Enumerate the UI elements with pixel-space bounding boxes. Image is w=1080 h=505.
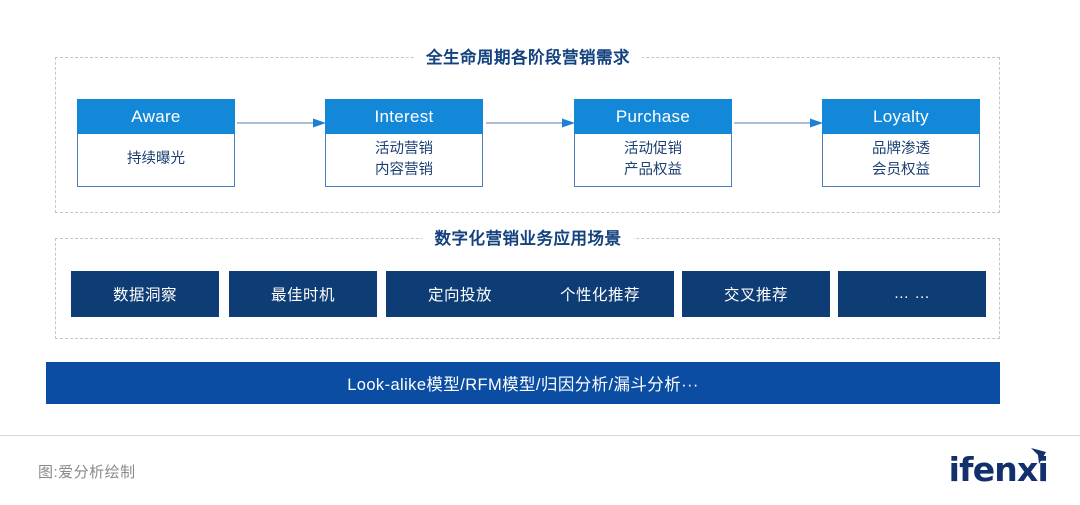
scenario-pill-personalized-recommendation: 个性化推荐 xyxy=(526,271,674,317)
stage-card-aware-header: Aware xyxy=(77,99,235,134)
stage-card-loyalty-header: Loyalty xyxy=(822,99,980,134)
stage-card-purchase: Purchase 活动促销 产品权益 xyxy=(574,99,732,187)
model-methods-bar: Look-alike模型/RFM模型/归因分析/漏斗分析··· xyxy=(46,362,1000,404)
stage-card-loyalty-line-1: 品牌渗透 xyxy=(872,140,930,157)
flow-arrow-interest-to-purchase xyxy=(486,115,576,128)
scenario-pill-data-insight: 数据洞察 xyxy=(71,271,219,317)
scenario-pill-more: … … xyxy=(838,271,986,317)
stage-card-interest-body: 活动营销 内容营销 xyxy=(325,134,483,187)
flow-arrow-aware-to-interest xyxy=(237,115,327,128)
stage-card-interest-line-1: 活动营销 xyxy=(375,140,433,157)
stage-card-interest-line-2: 内容营销 xyxy=(375,162,433,178)
stage-card-loyalty: Loyalty 品牌渗透 会员权益 xyxy=(822,99,980,187)
ifenxi-logo: ifenxi xyxy=(948,448,1049,489)
footer-divider xyxy=(0,435,1080,436)
lifecycle-section-title: 全生命周期各阶段营销需求 xyxy=(414,50,642,67)
stage-card-aware-body: 持续曝光 xyxy=(77,134,235,187)
scenario-pill-targeted-delivery: 定向投放 xyxy=(386,271,534,317)
stage-card-aware: Aware 持续曝光 xyxy=(77,99,235,187)
footer-caption: 图:爱分析绘制 xyxy=(38,464,136,481)
arrow-swoosh-icon xyxy=(1028,447,1048,470)
stage-card-purchase-body: 活动促销 产品权益 xyxy=(574,134,732,187)
scenario-section-title: 数字化营销业务应用场景 xyxy=(422,231,634,248)
stage-card-purchase-line-2: 产品权益 xyxy=(624,162,682,178)
stage-card-purchase-header: Purchase xyxy=(574,99,732,134)
stage-card-loyalty-body: 品牌渗透 会员权益 xyxy=(822,134,980,187)
stage-card-aware-line-1: 持续曝光 xyxy=(127,151,185,168)
scenario-pill-best-timing: 最佳时机 xyxy=(229,271,377,317)
stage-card-purchase-line-1: 活动促销 xyxy=(624,140,682,157)
stage-card-interest-header: Interest xyxy=(325,99,483,134)
stage-card-interest: Interest 活动营销 内容营销 xyxy=(325,99,483,187)
scenario-pill-cross-recommendation: 交叉推荐 xyxy=(682,271,830,317)
stage-card-loyalty-line-2: 会员权益 xyxy=(872,162,930,178)
ifenxi-logo-text: ifenxi xyxy=(948,449,1049,489)
flow-arrow-purchase-to-loyalty xyxy=(734,115,824,128)
